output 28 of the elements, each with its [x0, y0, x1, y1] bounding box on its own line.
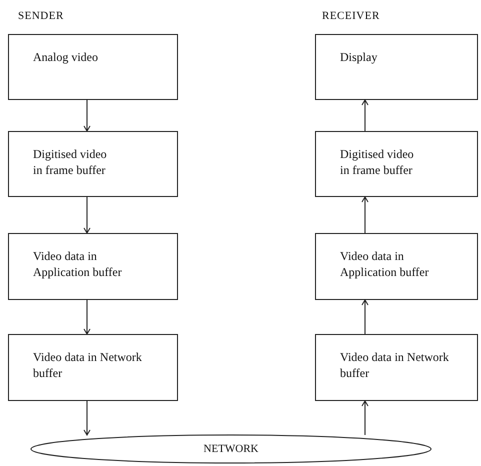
- column-heading: SENDER: [18, 10, 64, 22]
- process-box: [315, 334, 478, 401]
- column-heading: RECEIVER: [322, 10, 380, 22]
- arrow: [84, 400, 90, 436]
- arrow: [362, 196, 368, 234]
- process-box: [8, 233, 178, 300]
- process-box: [8, 131, 178, 197]
- arrow: [84, 196, 90, 234]
- node-label: Video data in Application buffer: [33, 248, 123, 280]
- process-box: [315, 233, 478, 300]
- process-box: [315, 34, 478, 100]
- node-label: Video data in Network buffer: [33, 349, 143, 381]
- arrow: [362, 100, 368, 132]
- process-box: [315, 131, 478, 197]
- process-box: [8, 334, 178, 401]
- arrow: [84, 300, 90, 334]
- node-label: Digitised video in frame buffer: [340, 146, 415, 178]
- node-label: Video data in Network buffer: [340, 349, 450, 381]
- node-label: Digitised video in frame buffer: [33, 146, 108, 178]
- arrow: [362, 300, 368, 334]
- node-label: NETWORK: [202, 442, 260, 457]
- node-label: Display: [340, 49, 378, 65]
- node-label: Video data in Application buffer: [340, 248, 430, 280]
- arrow: [84, 100, 90, 132]
- process-box: [8, 34, 178, 100]
- arrow: [362, 400, 368, 436]
- network-ellipse: [30, 434, 432, 464]
- node-label: Analog video: [33, 49, 99, 65]
